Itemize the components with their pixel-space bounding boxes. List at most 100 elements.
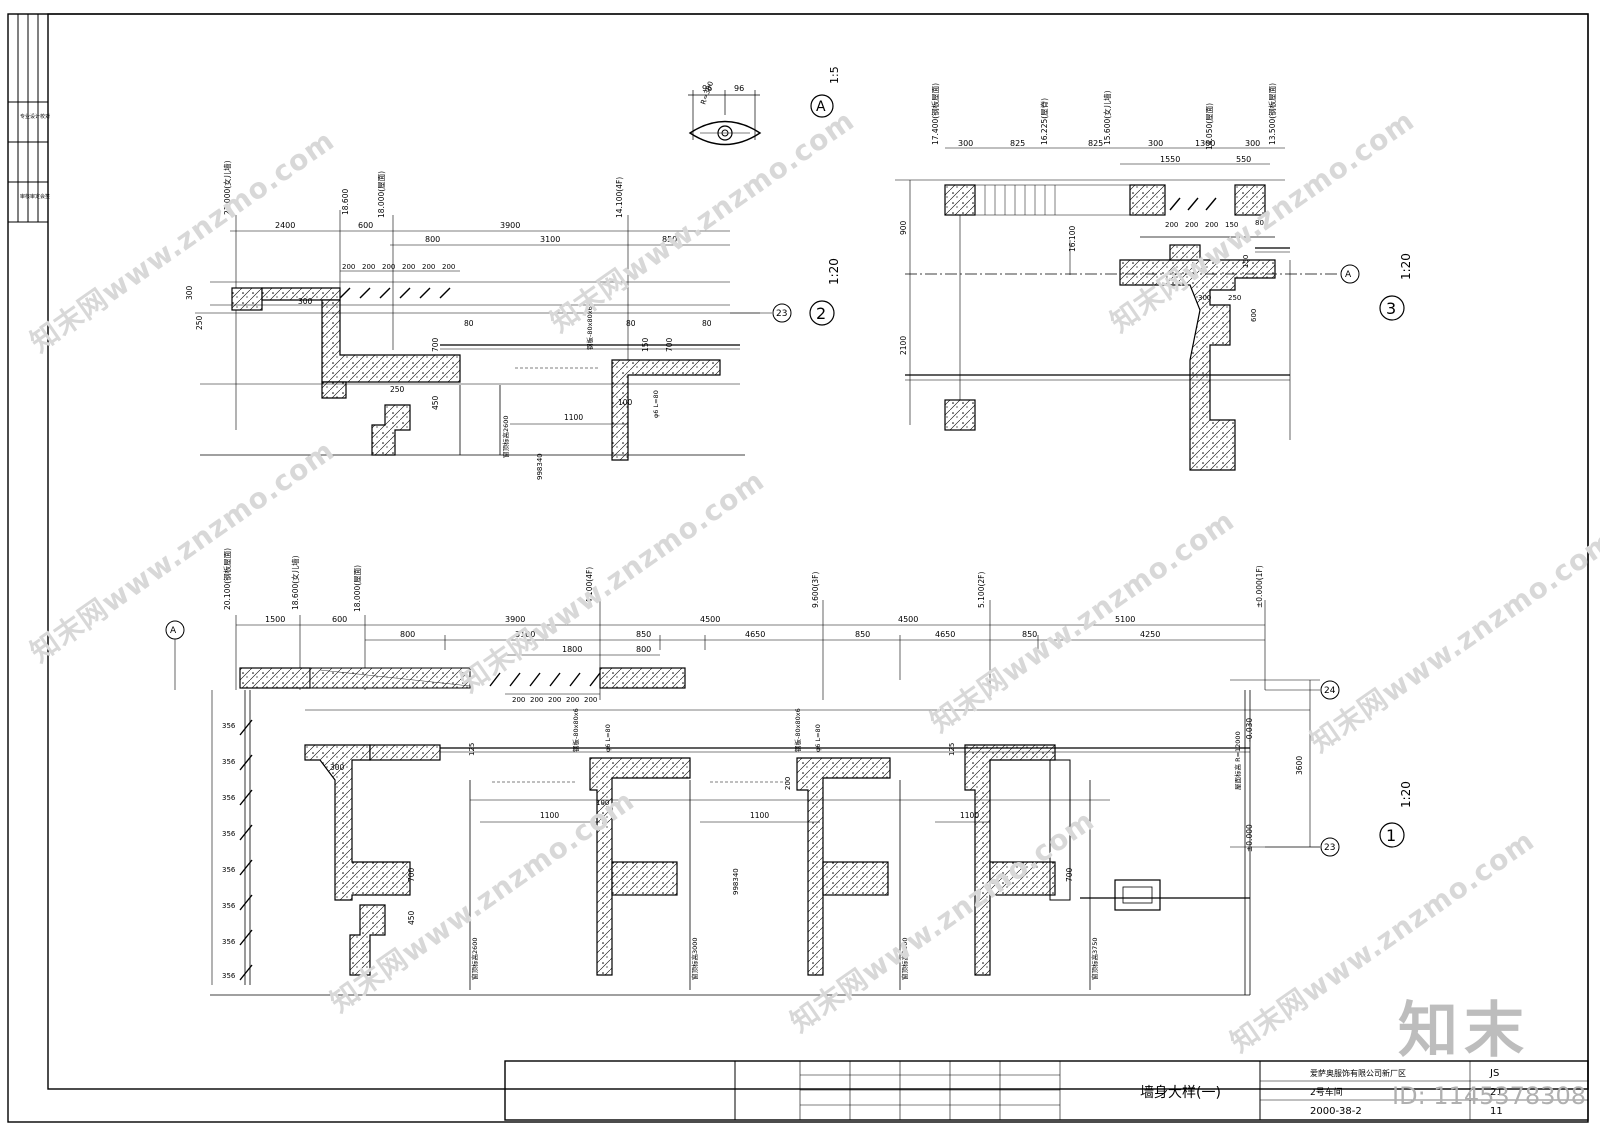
d1-parapet-wall — [304, 744, 411, 901]
d1-dim-5: 3100 — [515, 630, 535, 639]
d1-left-3: 356 — [222, 794, 236, 802]
d1-left-6: 356 — [222, 902, 236, 910]
d2-elev-1: 21.000(女儿墙) — [222, 160, 232, 215]
d1-slab-4f — [589, 757, 691, 976]
d3-small-4: 150 — [1225, 221, 1238, 229]
d2-side-8: 450 — [431, 395, 440, 410]
d2-small-5: 200 — [422, 263, 435, 271]
oval-rod-section — [688, 120, 762, 146]
d1-left-2: 356 — [222, 758, 236, 766]
d1-left-1: 356 — [222, 722, 236, 730]
d1-canopy-left — [239, 667, 311, 689]
d3-small-1: 200 — [1165, 221, 1178, 229]
d2-side-2: 250 — [195, 315, 204, 330]
d3-dim-1: 300 — [958, 139, 973, 148]
d2-note-3: 窗顶标高2600 — [501, 415, 510, 458]
d3-small-9: 600 — [1250, 309, 1258, 322]
d2-small-2: 200 — [362, 263, 375, 271]
d2-side-10: 1100 — [564, 413, 583, 422]
d2-side-6: 700 — [665, 337, 674, 352]
d2-elev-4: 14.100(4F) — [615, 177, 624, 218]
d1-elev-1: 20.100(钢板屋面) — [222, 548, 232, 610]
d3-dim-5: 1300 — [1195, 139, 1215, 148]
d1-note-5: 窗顶标高3000 — [690, 937, 699, 980]
d3-elev-3: 15.600(女儿墙) — [1102, 90, 1112, 145]
d1-elev-9: ±0.000 — [1245, 824, 1254, 852]
d3-scale: 1:20 — [1399, 253, 1413, 280]
d1-axis-top: 24 — [1324, 686, 1336, 696]
d3-small-5: 80 — [1255, 219, 1264, 227]
d1-left-8: 356 — [222, 972, 236, 980]
d1-mid-4: 300 — [330, 763, 345, 772]
d1-elev-4: 14.100(4F) — [585, 567, 594, 608]
d1-note-8: 998340 — [732, 868, 740, 895]
d3-dim-4: 300 — [1148, 139, 1163, 148]
d1-note-3: φ6 L=80 — [814, 724, 822, 752]
project-line-2: 2号车间 — [1310, 1086, 1343, 1098]
d1-small-4: 200 — [566, 696, 579, 704]
d1-right-3: 450 — [407, 910, 416, 925]
d2-small-6: 200 — [442, 263, 455, 271]
d1-dim-13: 4650 — [935, 630, 955, 639]
d1-small-1: 200 — [512, 696, 525, 704]
d1-axis-left: A — [170, 626, 177, 636]
d1-note-7: 窗顶标高3750 — [1090, 937, 1099, 980]
inner-border — [47, 13, 1589, 1090]
d1-right-1: 3600 — [1295, 756, 1304, 775]
d1-elev-6: 5.100(2F) — [977, 572, 986, 608]
d3-elev-1: 17.400(钢板屋面) — [930, 83, 940, 145]
d1-dim-10: 4650 — [745, 630, 765, 639]
d3-small-6: 150 — [1242, 255, 1250, 268]
d1-mid-8: 125 — [948, 743, 956, 756]
d1-note-2: φ6 L=80 — [604, 724, 612, 752]
d1-mid-6: 100 — [596, 799, 609, 807]
d1-note-9: 钢板-80x80x6 — [793, 708, 802, 752]
strip-label-5: 审定 — [30, 193, 40, 200]
drawing-number: 2000-38-2 — [1310, 1106, 1362, 1117]
d1-elev-8: -0.030 — [1245, 718, 1254, 742]
d1-mid-7: 200 — [784, 777, 792, 790]
d1-dim-4: 800 — [400, 630, 415, 639]
d2-tag: 2 — [816, 304, 826, 323]
d2-side-4: 700 — [431, 337, 440, 352]
d3-side-1: 900 — [899, 220, 908, 235]
d1-dim-8: 850 — [636, 630, 651, 639]
d1-axis-bottom: 23 — [1324, 843, 1335, 853]
d1-scale: 1:20 — [1399, 781, 1413, 808]
d2-dim-6: 850 — [662, 235, 677, 244]
drawing-title: 墙身大样(一) — [1140, 1085, 1221, 1101]
strip-label-4: 审核 — [20, 193, 30, 200]
d1-note-4: 窗顶标高2600 — [470, 937, 479, 980]
strip-label-2: 设计 — [30, 113, 40, 120]
d2-dim-3: 3900 — [500, 221, 520, 230]
strip-label-6: 会签 — [40, 193, 50, 200]
d3-elev-6: 16.100 — [1068, 226, 1077, 252]
d1-dim-11: 850 — [855, 630, 870, 639]
d2-small-3: 200 — [382, 263, 395, 271]
d1-small-5: 200 — [584, 696, 597, 704]
d3-small-8: 250 — [1228, 294, 1241, 302]
d1-dim-16: 4250 — [1140, 630, 1160, 639]
d1-slab-2f — [964, 744, 1056, 976]
d1-canopy-right — [599, 667, 686, 689]
d1-dim-3: 3900 — [505, 615, 525, 624]
d1-small-2: 200 — [530, 696, 543, 704]
sheet-total: 11 — [1490, 1106, 1503, 1117]
id-text: ID: 1145378308 — [1392, 1082, 1586, 1110]
d1-mid-1: 1100 — [540, 811, 559, 820]
d3-dim-8: 550 — [1236, 155, 1251, 164]
d1-dim-12: 4500 — [898, 615, 918, 624]
d3-small-3: 200 — [1205, 221, 1218, 229]
title-block: 墙身大样(一) 爱萨奥服饰有限公司新厂区 2号车间 2000-38-2 JS 2… — [504, 1060, 1589, 1121]
d2-dim-2: 600 — [358, 221, 373, 230]
d3-roof-wall — [1119, 259, 1276, 471]
d1-left-4: 356 — [222, 830, 236, 838]
d3-elev-5: 13.500(钢板屋面) — [1267, 83, 1277, 145]
d2-parapet — [231, 287, 263, 311]
d1-elev-7: ±0.000(1F) — [1255, 565, 1264, 608]
d3-tag: 3 — [1386, 299, 1396, 318]
d3-elev-4: 14.050(屋面) — [1205, 103, 1214, 150]
d1-mid-5: 125 — [468, 743, 476, 756]
d2-note-2: φ6 L=80 — [652, 390, 660, 418]
strip-label-3: 校对 — [40, 113, 50, 120]
